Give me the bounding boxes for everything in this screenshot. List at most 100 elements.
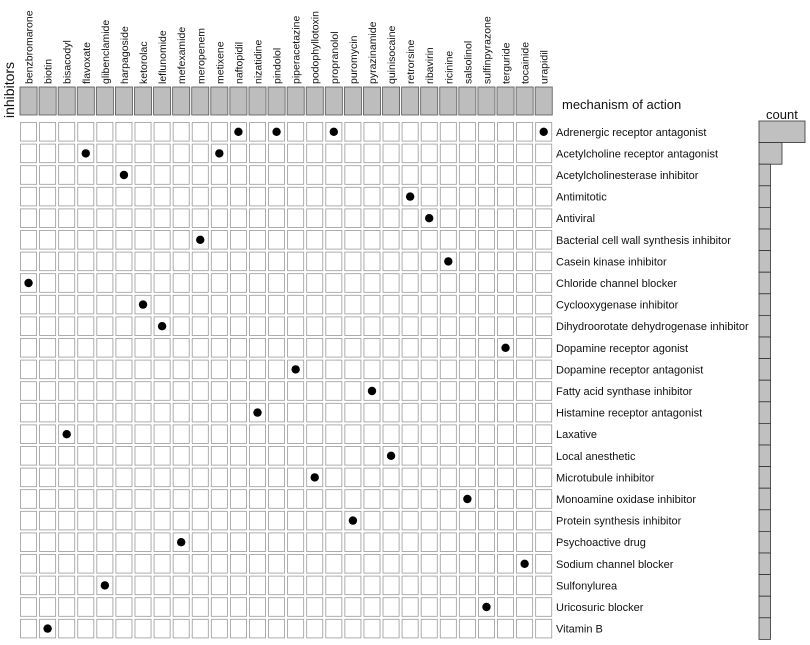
matrix-cell	[77, 532, 95, 552]
matrix-cell	[249, 359, 266, 380]
matrix-cell	[153, 208, 171, 228]
matrix-cell	[306, 208, 324, 228]
matrix-cell	[516, 294, 534, 315]
matrix-cell	[39, 554, 57, 574]
matrix-cell	[77, 575, 95, 596]
matrix-cell	[382, 489, 400, 509]
matrix-cell	[363, 338, 381, 358]
matrix-cell	[458, 338, 476, 358]
matrix-cell	[306, 424, 324, 444]
matrix-cell	[172, 122, 190, 142]
matrix-cell	[229, 381, 247, 401]
matrix-cell	[325, 489, 343, 509]
matrix-cell	[172, 554, 190, 574]
matrix-cell	[134, 402, 152, 423]
matrix-cell	[191, 316, 209, 336]
matrix-cell	[363, 402, 381, 423]
matrix-cell	[172, 618, 190, 639]
matrix-cell	[115, 489, 133, 509]
membership-dot	[539, 127, 548, 136]
matrix-cell	[516, 510, 534, 531]
matrix-cell	[306, 489, 324, 509]
matrix-cell	[325, 575, 343, 596]
matrix-cell	[134, 446, 152, 466]
matrix-cell	[77, 273, 95, 293]
mechanism-label: Cyclooxygenase inhibitor	[556, 300, 679, 312]
inhibitor-label: piperacetazine	[291, 16, 303, 84]
matrix-cell	[458, 208, 476, 228]
matrix-cell	[134, 338, 152, 358]
matrix-cell	[229, 165, 247, 185]
matrix-cell	[96, 208, 114, 228]
matrix-cell	[458, 575, 476, 596]
matrix-cell	[249, 122, 266, 142]
matrix-cell	[115, 618, 133, 639]
matrix-cell	[20, 143, 37, 164]
matrix-cell	[363, 597, 381, 617]
membership-dot	[329, 127, 339, 136]
matrix-cell	[249, 510, 266, 531]
matrix-cell	[268, 143, 286, 164]
matrix-cell	[401, 208, 419, 228]
matrix-cell	[115, 402, 133, 423]
matrix-cell	[306, 510, 324, 531]
count-bar	[758, 336, 771, 360]
matrix-cell	[535, 575, 553, 596]
matrix-cell	[516, 381, 534, 401]
mechanism-label: Monoamine oxidase inhibitor	[556, 494, 696, 506]
matrix-cell	[401, 446, 419, 466]
matrix-cell	[77, 554, 95, 574]
matrix-cell	[20, 402, 37, 423]
matrix-cell	[363, 186, 381, 207]
matrix-cell	[420, 338, 438, 358]
inhibitor-header-cell	[95, 86, 114, 116]
matrix-cell	[306, 143, 324, 164]
matrix-cell	[153, 381, 171, 401]
inhibitor-label: bisacodyl	[62, 40, 74, 84]
matrix-cell	[382, 294, 400, 315]
matrix-cell	[458, 230, 476, 250]
membership-dot	[520, 559, 529, 568]
matrix-cell	[287, 618, 305, 639]
membership-dot	[81, 149, 90, 158]
matrix-cell	[39, 402, 57, 423]
matrix-cell	[325, 446, 343, 466]
matrix-cell	[420, 165, 438, 185]
count-bar	[758, 509, 771, 532]
inhibitor-label: metixene	[214, 41, 226, 84]
matrix-cell	[325, 165, 343, 185]
matrix-cell	[77, 338, 95, 358]
matrix-cell	[268, 273, 286, 293]
matrix-cell	[134, 381, 152, 401]
matrix-cell	[458, 446, 476, 466]
matrix-cell	[420, 359, 438, 380]
count-bars	[758, 120, 806, 640]
matrix-cell	[210, 294, 228, 315]
matrix-cell	[58, 359, 76, 380]
matrix-cell	[478, 316, 495, 336]
matrix-cell	[96, 446, 114, 466]
inhibitor-header-cell	[515, 86, 534, 116]
matrix-cell	[478, 489, 495, 509]
inhibitor-label: nizatidine	[253, 39, 265, 84]
matrix-cell	[39, 294, 57, 315]
matrix-cell	[249, 381, 266, 401]
matrix-cell	[382, 316, 400, 336]
matrix-cell	[172, 359, 190, 380]
matrix-cell	[439, 554, 457, 574]
row-axis-title: inhibitors	[1, 62, 17, 118]
matrix-cell	[172, 489, 190, 509]
matrix-cell	[382, 424, 400, 444]
matrix-cell	[497, 446, 514, 466]
matrix-cell	[382, 273, 400, 293]
inhibitor-label: ketorolac	[138, 41, 150, 84]
matrix-cell	[439, 424, 457, 444]
matrix-cell	[344, 230, 362, 250]
membership-dot	[157, 322, 167, 331]
matrix-cell	[210, 165, 228, 185]
matrix-cell	[363, 230, 381, 250]
matrix-cell	[325, 251, 343, 272]
matrix-cell	[325, 273, 343, 293]
matrix-cell	[306, 446, 324, 466]
